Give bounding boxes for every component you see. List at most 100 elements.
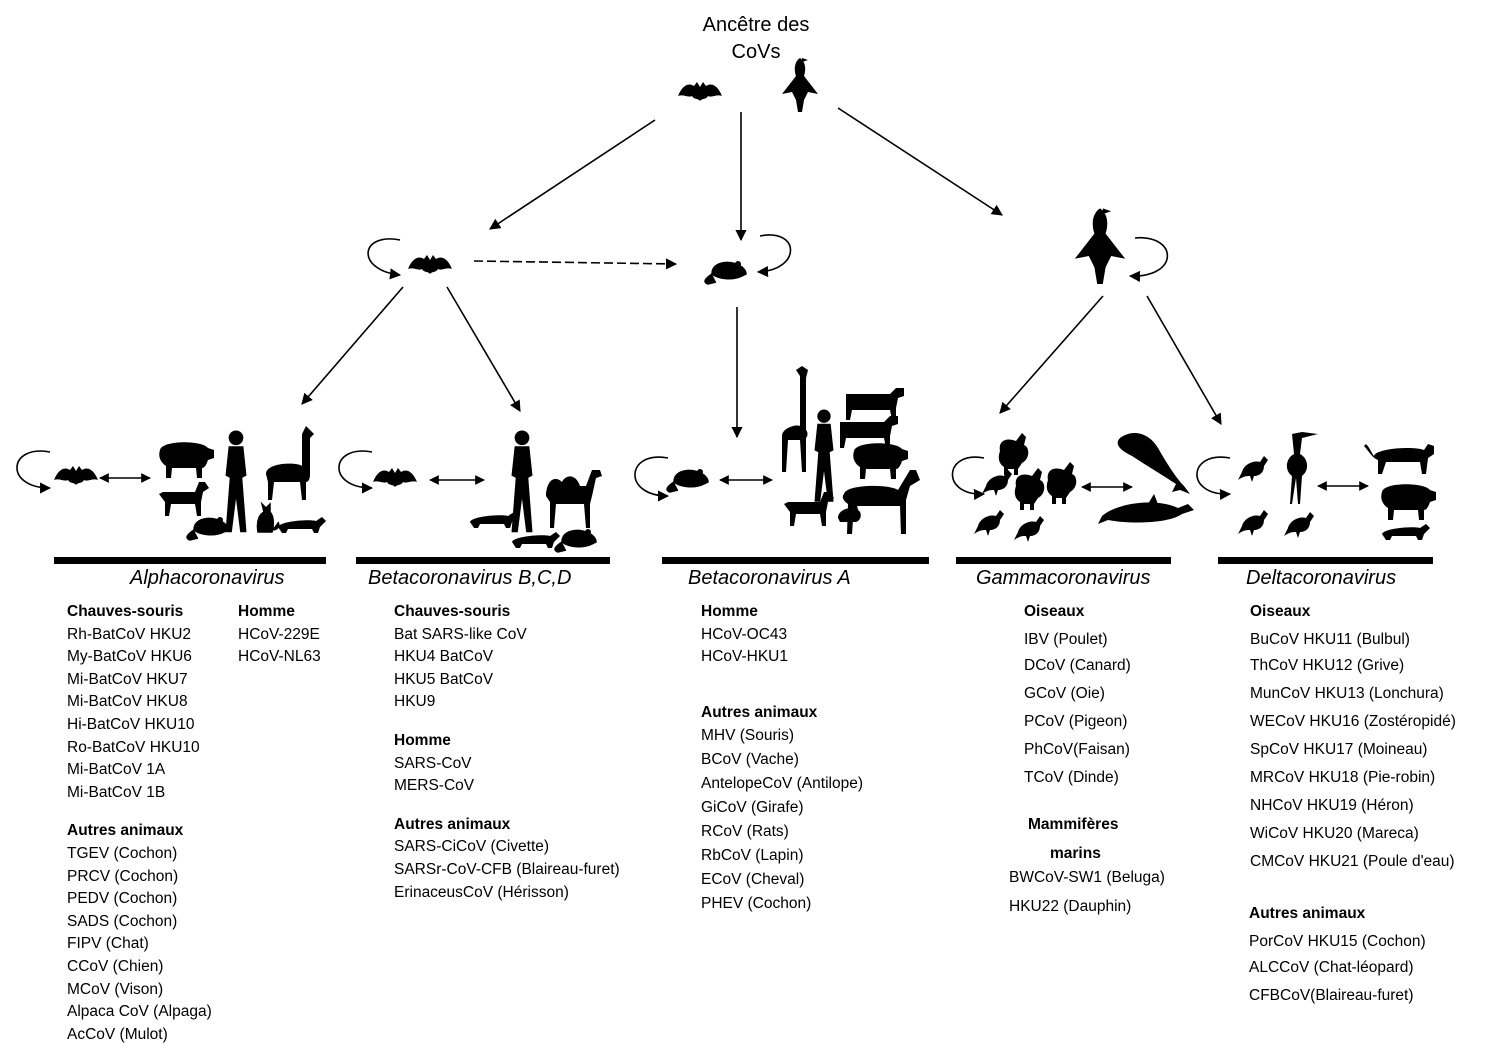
pheasant-icon bbox=[1014, 516, 1044, 542]
list-item: HKU22 (Dauphin) bbox=[1009, 898, 1132, 915]
bird-icon bbox=[1238, 456, 1268, 482]
pig-icon bbox=[159, 442, 214, 478]
list-item: RCoV (Rats) bbox=[701, 823, 789, 841]
list-item: SARSr-CoV-CFB (Blaireau-furet) bbox=[394, 860, 620, 878]
list-item: TGEV (Cochon) bbox=[67, 844, 178, 862]
list-item: MRCoV HKU18 (Pie-robin) bbox=[1250, 768, 1436, 786]
beta-bcd-other-header: Autres animaux bbox=[394, 815, 511, 833]
list-item: GCoV (Oie) bbox=[1024, 684, 1105, 702]
beta-bcd-list: Chauves-souris Bat SARS-like CoV HKU4 Ba… bbox=[394, 601, 620, 904]
ferret-icon bbox=[278, 517, 326, 533]
rodent-icon bbox=[704, 260, 747, 285]
genus-delta: Deltacoronavirus bbox=[1246, 567, 1397, 589]
gamma-birds-list: Oiseaux IBV (Poulet) DCoV (Canard) GCoV … bbox=[1024, 601, 1131, 792]
list-item: MHV (Souris) bbox=[701, 727, 795, 745]
list-item: PRCV (Cochon) bbox=[67, 867, 179, 885]
list-item: HKU9 bbox=[394, 693, 436, 711]
list-item: SADS (Cochon) bbox=[67, 912, 178, 930]
gamma-marine-header-line1: Mammifères bbox=[1028, 816, 1119, 833]
beta-a-other-header: Autres animaux bbox=[701, 703, 818, 721]
gamma-marine-header-line2: marins bbox=[1050, 845, 1101, 862]
genus-bar-gamma bbox=[956, 557, 1171, 564]
bird-icon bbox=[1284, 512, 1314, 538]
list-item: IBV (Poulet) bbox=[1024, 630, 1108, 648]
list-item: BWCoV-SW1 (Beluga) bbox=[1009, 869, 1165, 886]
list-item: Mi-BatCoV 1A bbox=[67, 761, 166, 779]
list-item: AcCoV (Mulot) bbox=[67, 1025, 168, 1043]
genus-bar-alpha bbox=[54, 557, 326, 564]
list-item: Ro-BatCoV HKU10 bbox=[67, 738, 200, 756]
list-item: CMCoV HKU21 (Poule d'eau) bbox=[1250, 852, 1455, 870]
list-item: RbCoV (Lapin) bbox=[701, 847, 804, 865]
list-item: CFBCoV(Blaireau-furet) bbox=[1249, 986, 1414, 1004]
gamma-birds-header: Oiseaux bbox=[1024, 603, 1085, 620]
beta-bcd-human-header: Homme bbox=[394, 731, 451, 749]
list-item: PCoV (Pigeon) bbox=[1024, 712, 1128, 730]
list-item: SpCoV HKU17 (Moineau) bbox=[1250, 740, 1428, 758]
alpha-other-header: Autres animaux bbox=[67, 822, 184, 840]
list-item: BCoV (Vache) bbox=[701, 751, 799, 769]
genus-bar-beta-bcd bbox=[356, 557, 610, 564]
genus-bar-delta bbox=[1218, 557, 1433, 564]
hedgehog-icon bbox=[554, 528, 597, 553]
list-item: Mi-BatCoV HKU7 bbox=[67, 670, 188, 688]
pig-icon bbox=[853, 443, 908, 479]
human-icon bbox=[814, 409, 834, 502]
list-item: PhCoV(Faisan) bbox=[1024, 740, 1130, 758]
bat-icon bbox=[678, 82, 722, 101]
rodent-icon bbox=[666, 468, 709, 493]
list-item: SARS-CoV bbox=[394, 754, 472, 772]
bat-icon bbox=[408, 255, 452, 274]
duck-icon bbox=[974, 510, 1004, 536]
camel-icon bbox=[546, 470, 602, 528]
list-item: PorCoV HKU15 (Cochon) bbox=[1249, 932, 1426, 950]
leopard-cat-icon bbox=[1364, 444, 1434, 474]
list-item: TCoV (Dinde) bbox=[1024, 768, 1119, 786]
list-item: DCoV (Canard) bbox=[1024, 656, 1131, 674]
list-item: CCoV (Chien) bbox=[67, 957, 164, 975]
ferret-icon bbox=[1382, 524, 1430, 540]
alpha-bats-list: Chauves-souris Rh-BatCoV HKU2 My-BatCoV … bbox=[67, 601, 212, 1046]
genus-bar-beta-a bbox=[662, 557, 929, 564]
list-item: GiCoV (Girafe) bbox=[701, 799, 804, 817]
list-item: ECoV (Cheval) bbox=[701, 871, 805, 889]
beta-bcd-bats-header: Chauves-souris bbox=[394, 603, 511, 620]
alpaca-icon bbox=[266, 426, 314, 500]
bird-icon bbox=[1074, 208, 1126, 284]
alpha-bats-header: Chauves-souris bbox=[67, 603, 184, 620]
list-item: HKU4 BatCoV bbox=[394, 648, 494, 666]
gamma-marine-header: Mammifères bbox=[1028, 814, 1118, 837]
delta-other-list: Autres animaux PorCoV HKU15 (Cochon) ALC… bbox=[1249, 903, 1426, 1010]
giraffe-icon bbox=[782, 366, 808, 472]
list-item: FIPV (Chat) bbox=[67, 935, 149, 953]
pigeon-icon bbox=[982, 470, 1012, 496]
bat-icon bbox=[54, 466, 98, 485]
list-item: BuCoV HKU11 (Bulbul) bbox=[1250, 630, 1410, 648]
list-item: HKU5 BatCoV bbox=[394, 670, 494, 688]
root-label-line2: CoVs bbox=[731, 41, 781, 63]
alpha-human-list: Homme HCoV-229E HCoV-NL63 bbox=[238, 601, 321, 669]
pig-icon bbox=[1381, 484, 1436, 520]
list-item: Hi-BatCoV HKU10 bbox=[67, 715, 195, 733]
phylogeny-diagram bbox=[16, 58, 1436, 553]
list-item: WiCoV HKU20 (Mareca) bbox=[1250, 824, 1419, 842]
list-item: MunCoV HKU13 (Lonchura) bbox=[1250, 684, 1444, 702]
list-item: WECoV HKU16 (Zostéropidé) bbox=[1250, 712, 1456, 730]
list-item: HCoV-NL63 bbox=[238, 648, 321, 666]
dog-icon bbox=[784, 492, 834, 526]
ferret-icon bbox=[470, 512, 518, 528]
rodent-icon bbox=[186, 516, 229, 541]
chicken-icon bbox=[1046, 462, 1077, 504]
list-item: MCoV (Vison) bbox=[67, 980, 164, 998]
cow-icon bbox=[840, 416, 898, 448]
list-item: HCoV-HKU1 bbox=[701, 648, 788, 666]
ferret-icon bbox=[512, 532, 560, 548]
genus-alpha: Alphacoronavirus bbox=[130, 567, 285, 589]
root-label: Ancêtre des CoVs bbox=[686, 12, 826, 66]
beta-a-list: Homme HCoV-OC43 HCoV-HKU1 Autres animaux… bbox=[701, 601, 863, 916]
bird-icon bbox=[1238, 510, 1268, 536]
list-item: Mi-BatCoV 1B bbox=[67, 783, 166, 801]
gamma-marine-list: BWCoV-SW1 (Beluga) HKU22 (Dauphin) bbox=[1009, 867, 1165, 919]
list-item: HCoV-229E bbox=[238, 625, 320, 643]
list-item: Bat SARS-like CoV bbox=[394, 625, 527, 643]
